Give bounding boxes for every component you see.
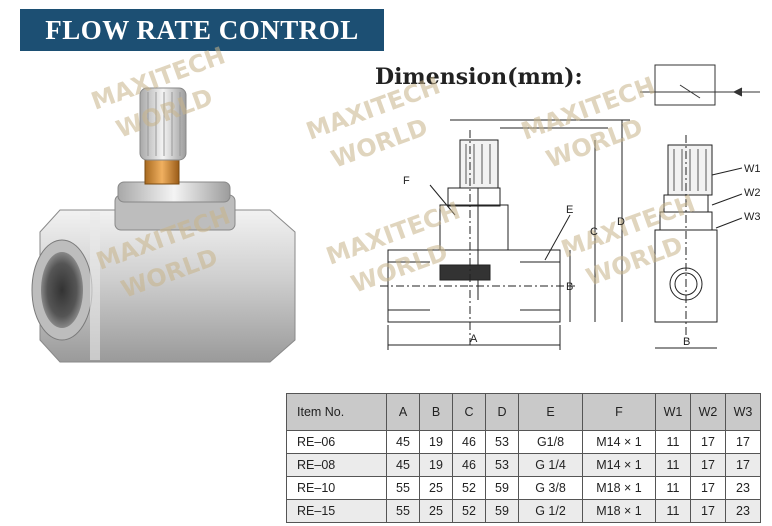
col-c: C [452,393,486,431]
label-b-side: B [683,336,690,348]
section-drawing [380,119,630,350]
label-w1: W1 [744,163,761,175]
col-d: D [485,393,519,431]
flow-symbol [640,64,760,106]
col-w2: W2 [690,393,726,431]
table-row: RE–06 45 19 46 53 G1/8 M14 × 1 11 17 17 [286,430,761,454]
label-e: E [566,204,573,216]
col-a: A [386,393,420,431]
label-w2: W2 [744,187,761,199]
label-w3: W3 [744,211,761,223]
table-row: RE–10 55 25 52 59 G 3/8 M18 × 1 11 17 23 [286,476,761,500]
label-f: F [403,175,410,187]
label-a: A [470,333,478,345]
technical-drawing: MAXITECH WORLD MAXITECH WORLD MAXITECH W… [31,41,761,363]
table-row: RE–15 55 25 52 59 G 1/2 M18 × 1 11 17 23 [286,499,761,523]
dimension-heading: Dimension(mm): [375,64,583,90]
col-item-no: Item No. [286,393,387,431]
col-f: F [582,393,656,431]
table-header-row: Item No. A B C D E F W1 W2 W3 [286,393,761,431]
col-e: E [518,393,583,431]
table-row: RE–08 45 19 46 53 G 1/4 M14 × 1 11 17 17 [286,453,761,477]
col-w3: W3 [725,393,761,431]
label-d: D [617,216,625,228]
col-b: B [419,393,453,431]
side-view-drawing [654,135,743,349]
col-w1: W1 [655,393,691,431]
valve-photo [31,87,296,363]
dimension-table: Item No. A B C D E F W1 W2 W3 RE–06 45 1… [286,393,761,523]
label-b: B [566,281,573,293]
title-banner: FLOW RATE CONTROL [20,9,384,51]
label-c: C [590,226,598,238]
page-title: FLOW RATE CONTROL [45,15,359,45]
